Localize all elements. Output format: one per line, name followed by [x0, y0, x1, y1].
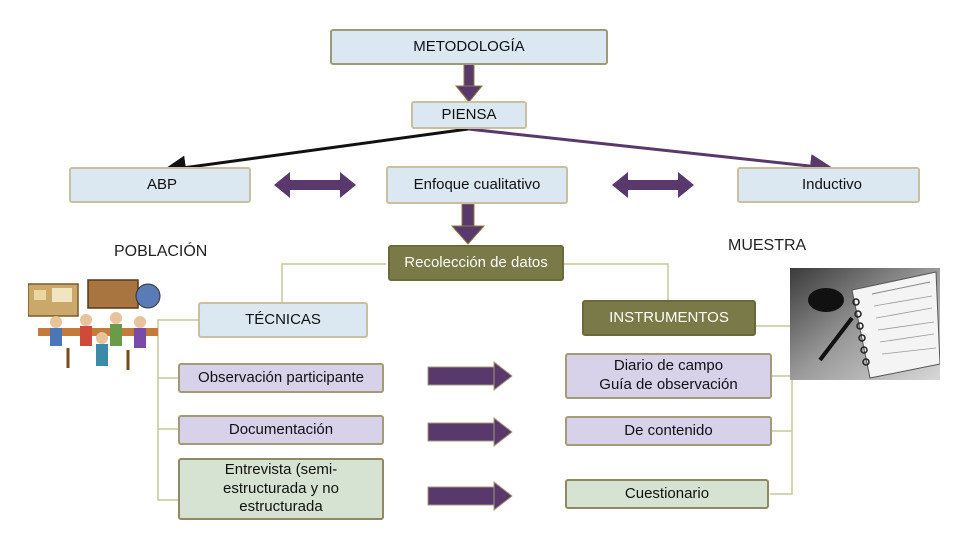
- node-inductivo: Inductivo: [737, 167, 920, 203]
- notebook-pen-photo: [790, 268, 940, 380]
- node-cuestionario-label: Cuestionario: [624, 484, 710, 502]
- node-abp-label: ABP: [147, 175, 178, 193]
- double-arrow-enfoque-inductivo: [612, 172, 694, 198]
- node-cuestionario: Cuestionario: [565, 479, 769, 509]
- label-muestra: MUESTRA: [728, 237, 807, 254]
- node-recoleccion: Recolección de datos: [388, 245, 564, 281]
- connector-recoleccion-instrumentos: [564, 263, 669, 300]
- arrow-piensa-inductivo: [467, 127, 834, 178]
- arrow-row-1: [427, 360, 513, 392]
- node-contenido-label: De contenido: [624, 421, 713, 439]
- node-documentacion: Documentación: [178, 415, 384, 445]
- node-piensa: PIENSA: [411, 101, 527, 129]
- node-diario-line2: Guía de observación: [599, 376, 738, 393]
- arrow-piensa-abp: [162, 127, 469, 180]
- arrow-metodologia-piensa: [454, 63, 484, 103]
- connector-tecnicas-list: [157, 319, 198, 501]
- node-contenido: De contenido: [565, 416, 772, 446]
- node-entrevista: Entrevista (semi-estructurada y no estru…: [178, 458, 384, 520]
- node-enfoque: Enfoque cualitativo: [386, 166, 568, 204]
- node-piensa-label: PIENSA: [441, 105, 497, 123]
- node-diario-line1: Diario de campo: [613, 357, 724, 375]
- arrow-row-2: [427, 416, 513, 448]
- node-instrumentos-label: INSTRUMENTOS: [609, 308, 729, 326]
- node-tecnicas: TÉCNICAS: [198, 302, 368, 338]
- arrow-row-3: [427, 480, 513, 512]
- node-entrevista-label: Entrevista (semi-estructurada y no estru…: [223, 460, 339, 516]
- node-abp: ABP: [69, 167, 251, 203]
- node-diario: Diario de campo Guía de observación: [565, 353, 772, 399]
- node-enfoque-label: Enfoque cualitativo: [413, 175, 541, 193]
- node-metodologia-label: METODOLOGÍA: [413, 37, 525, 55]
- node-observacion: Observación participante: [178, 363, 384, 393]
- label-poblacion: POBLACIÓN: [114, 243, 208, 260]
- connector-instrumentos-list: [756, 325, 793, 495]
- connector-recoleccion-tecnicas: [281, 263, 386, 302]
- node-metodologia: METODOLOGÍA: [330, 29, 608, 65]
- node-tecnicas-label: TÉCNICAS: [245, 310, 321, 328]
- arrow-enfoque-recoleccion: [450, 203, 486, 245]
- double-arrow-abp-enfoque: [274, 172, 356, 198]
- classroom-illustration: [28, 279, 161, 370]
- node-documentacion-label: Documentación: [228, 420, 334, 438]
- node-recoleccion-label: Recolección de datos: [404, 253, 548, 271]
- node-instrumentos: INSTRUMENTOS: [582, 300, 756, 336]
- node-inductivo-label: Inductivo: [801, 175, 862, 193]
- node-observacion-label: Observación participante: [198, 368, 364, 386]
